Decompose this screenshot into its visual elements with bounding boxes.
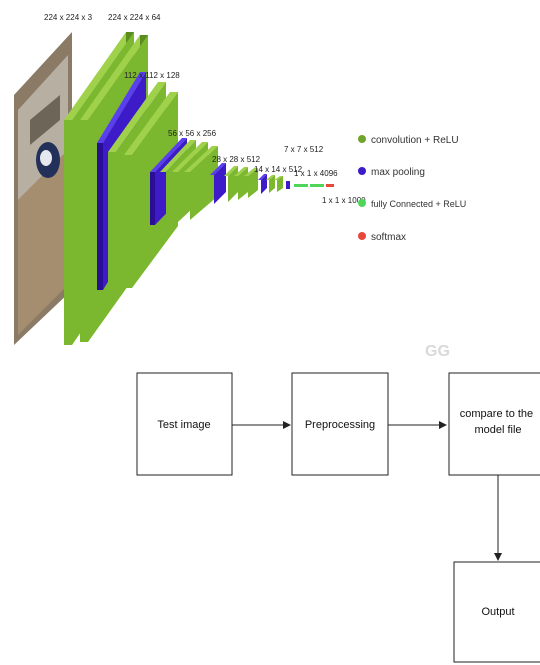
- legend-swatch: [358, 199, 366, 207]
- legend-item-fully-connected: fully Connected + ReLU: [358, 199, 466, 209]
- node-label: Output: [481, 606, 514, 618]
- legend: convolution + ReLU max pooling fully Con…: [358, 135, 466, 243]
- node-label: Test image: [157, 419, 210, 431]
- legend-label: fully Connected + ReLU: [371, 199, 466, 209]
- fully-connected-layers: [294, 184, 324, 187]
- input-image: [14, 32, 72, 345]
- dim-label: 1 x 1 x 4096: [294, 169, 338, 178]
- watermark: GG: [425, 343, 450, 360]
- dimension-labels: 224 x 224 x 3 224 x 224 x 64 112 x 112 x…: [44, 13, 366, 205]
- dim-label: 56 x 56 x 256: [168, 129, 217, 138]
- node-test-image: Test image: [136, 372, 233, 476]
- legend-swatch: [358, 135, 366, 143]
- conv-block-3: [160, 140, 218, 226]
- conv-block-4: [224, 166, 258, 202]
- dim-label: 14 x 14 x 512: [254, 165, 303, 174]
- node-label: compare to the model file: [460, 408, 536, 436]
- dim-label: 112 x 112 x 128: [124, 71, 180, 80]
- vgg-architecture-diagram: 224 x 224 x 3 224 x 224 x 64 112 x 112 x…: [14, 13, 466, 345]
- dim-label: 1 x 1 x 1000: [322, 196, 366, 205]
- dim-label: 224 x 224 x 3: [44, 13, 93, 22]
- legend-item-convolution: convolution + ReLU: [358, 135, 459, 146]
- dim-label: 28 x 28 x 512: [212, 155, 261, 164]
- legend-swatch: [358, 167, 366, 175]
- legend-label: convolution + ReLU: [371, 135, 459, 146]
- conv-block-5: [258, 174, 283, 194]
- softmax-layer: [326, 184, 334, 187]
- legend-item-softmax: softmax: [358, 232, 406, 243]
- pool-block-5: [286, 181, 290, 189]
- node-output: Output: [453, 561, 540, 663]
- dim-label: 224 x 224 x 64: [108, 13, 161, 22]
- node-compare: compare to the model file: [448, 372, 540, 476]
- node-preprocessing: Preprocessing: [291, 372, 389, 476]
- node-label: Preprocessing: [305, 419, 375, 431]
- flowchart: Test image Preprocessing compare to the …: [136, 372, 540, 663]
- dim-label: 7 x 7 x 512: [284, 145, 324, 154]
- legend-label: max pooling: [371, 167, 425, 178]
- pool-block-3: [210, 163, 226, 204]
- legend-item-max-pooling: max pooling: [358, 167, 425, 178]
- legend-swatch: [358, 232, 366, 240]
- legend-label: softmax: [371, 232, 406, 243]
